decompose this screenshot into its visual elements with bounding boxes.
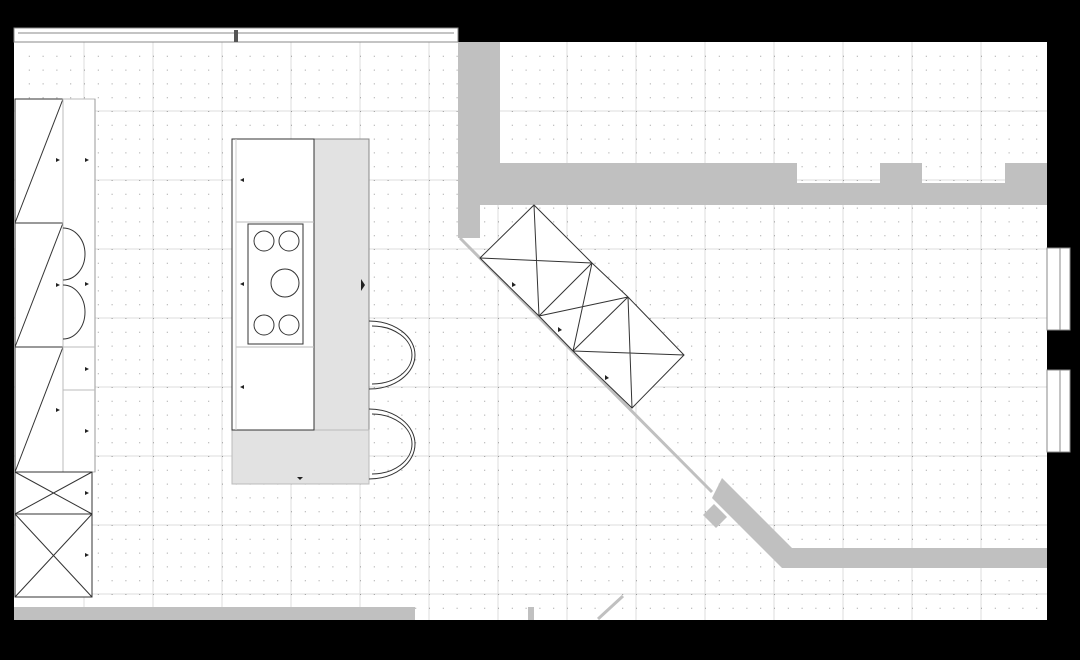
burner	[278, 314, 300, 336]
wall-segment[interactable]	[458, 163, 1047, 205]
wall-segment[interactable]	[14, 607, 415, 620]
wall-segment[interactable]	[458, 42, 500, 165]
walls[interactable]	[14, 42, 1047, 621]
wall-segment[interactable]	[458, 205, 480, 238]
arrow-markers	[56, 158, 89, 557]
door-jamb[interactable]	[528, 607, 534, 620]
wall-pillar[interactable]	[703, 504, 727, 528]
arrow-markers	[512, 282, 609, 380]
cooktop[interactable]	[247, 223, 304, 345]
bar-stool-seat	[371, 325, 413, 385]
kitchen-island[interactable]	[231, 138, 370, 485]
left-cabinet-run[interactable]	[14, 98, 96, 598]
top-window[interactable]	[13, 27, 459, 43]
burner	[278, 230, 300, 252]
diagonal-cabinet-run[interactable]	[479, 204, 685, 409]
door-swing-arc	[62, 284, 86, 340]
grid	[14, 42, 1047, 620]
right-window-2[interactable]	[1046, 369, 1071, 453]
island-end-panel[interactable]	[231, 429, 370, 485]
burner	[253, 314, 275, 336]
bar-stool[interactable]	[368, 320, 416, 390]
bar-stool-seat	[371, 413, 413, 475]
right-window-1[interactable]	[1046, 247, 1071, 331]
island-worktop[interactable]	[313, 138, 370, 431]
arrow-markers	[240, 178, 365, 480]
door-swing[interactable]	[596, 594, 625, 621]
door-swing-arc	[62, 227, 86, 281]
wall-line[interactable]	[458, 236, 714, 494]
floor-area	[14, 42, 1047, 620]
bar-stool[interactable]	[368, 408, 416, 480]
burner	[253, 230, 275, 252]
burner	[270, 268, 300, 298]
wall-segment[interactable]	[712, 478, 1047, 568]
